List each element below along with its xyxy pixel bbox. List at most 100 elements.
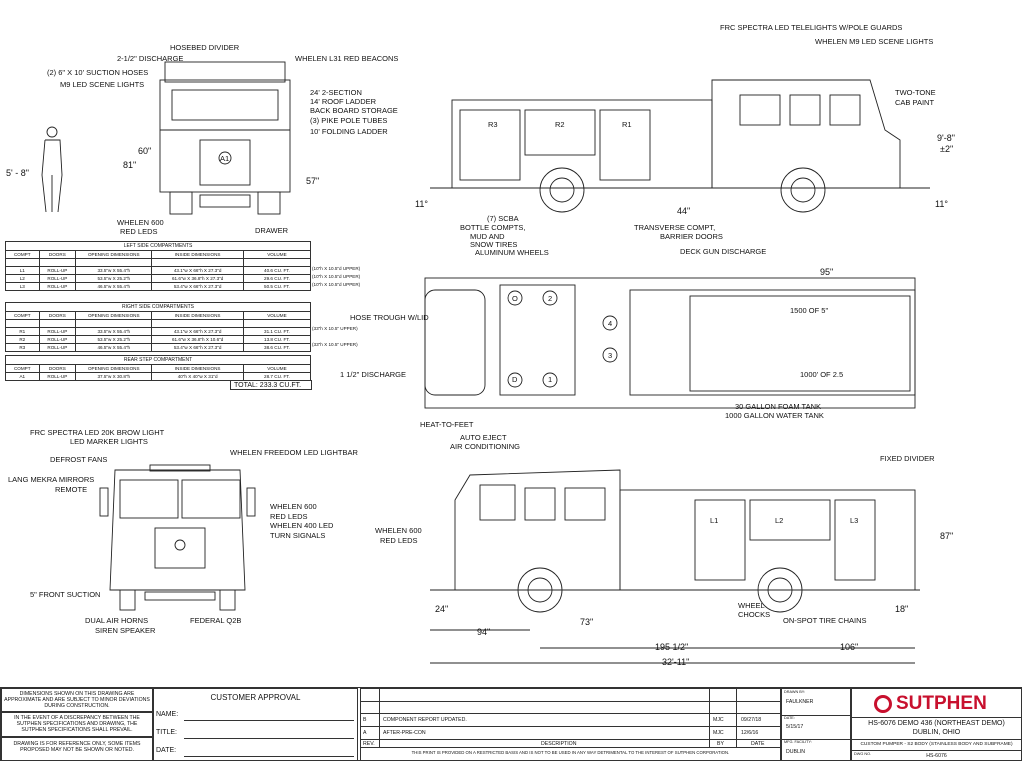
label-barrier-doors: BARRIER DOORS xyxy=(660,232,723,241)
drawing-date: 5/15/17 xyxy=(786,724,804,730)
label-hose-1500: 1500 OF 5" xyxy=(790,306,829,315)
label-r1: R1 xyxy=(622,120,632,129)
table-cell: 33.5"w X 55.4"h xyxy=(75,266,153,275)
label-red-beacons: WHELEN L31 RED BEACONS xyxy=(295,54,399,63)
rev-b: B xyxy=(363,717,367,723)
dim-18: 18" xyxy=(895,604,909,614)
table-cell: INSIDE DIMENSIONS xyxy=(151,311,244,320)
table-cell: VOLUME xyxy=(242,250,312,259)
dim-person-height: 5' - 8" xyxy=(6,168,29,178)
dim-wheelbase: 195 1/2" xyxy=(655,642,689,652)
table-cell: L3 xyxy=(5,282,40,291)
table-cell xyxy=(38,258,77,267)
drawn-by-label: DRAWN BY: xyxy=(784,690,806,694)
date-label-2: DATE: xyxy=(784,716,795,720)
date-field[interactable] xyxy=(184,756,354,757)
table-cell: INSIDE DIMENSIONS xyxy=(151,364,244,373)
label-suction-hoses: (2) 6" X 10' SUCTION HOSES xyxy=(47,68,149,77)
label-turn-signals: TURN SIGNALS xyxy=(270,531,326,540)
label-discharge: 2-1/2" DISCHARGE xyxy=(117,54,184,63)
table-cell: 53.5"w X 25.2"h xyxy=(75,274,153,283)
facility: DUBLIN xyxy=(786,749,806,755)
date-header: DATE xyxy=(751,741,765,747)
label-foam-tank: 30 GALLON FOAM TANK xyxy=(735,402,821,411)
table-cell: 46.5"w X 55.4"h xyxy=(75,343,153,352)
table-cell xyxy=(5,319,40,328)
label-two-tone: TWO-TONE xyxy=(895,88,936,97)
label-ladder: 24' 2-SECTION xyxy=(310,88,362,97)
label-whelen-600-front: WHELEN 600 xyxy=(270,502,317,511)
note-discrepancy: IN THE EVENT OF A DISCREPANCY BETWEEN TH… xyxy=(1,712,153,737)
drawn-by: FAULKNER xyxy=(786,699,814,705)
table-cell: DOORS xyxy=(38,311,77,320)
table-cell: 43.1"w X 66"h X 27.3"d xyxy=(151,266,244,275)
seat-2: 2 xyxy=(548,294,553,303)
seat-officer: O xyxy=(512,294,518,303)
label-red-leds: RED LEDS xyxy=(120,227,158,236)
label-r2: R2 xyxy=(555,120,565,129)
title-block: DIMENSIONS SHOWN ON THIS DRAWING ARE APP… xyxy=(0,687,1022,761)
label-mud: MUD AND xyxy=(470,232,505,241)
left-note-3: (10"h X 10.5"d UPPER) xyxy=(312,282,361,287)
table-cell: VOLUME xyxy=(242,364,312,373)
label-auto-eject: AUTO EJECT xyxy=(460,433,507,442)
job-title: HS-6076 DEMO 436 (NORTHEAST DEMO) xyxy=(868,720,1005,727)
table-cell: VOLUME xyxy=(242,311,312,320)
label-cab-paint: CAB PAINT xyxy=(895,98,935,107)
dim-95: 95" xyxy=(820,267,834,277)
seat-3: 3 xyxy=(608,351,613,360)
note-dimensions: DIMENSIONS SHOWN ON THIS DRAWING ARE APP… xyxy=(1,688,153,712)
desc-header: DESCRIPTION xyxy=(541,741,577,747)
table-cell: L1 xyxy=(5,266,40,275)
table-cell: DOORS xyxy=(38,250,77,259)
label-whelen-400: WHELEN 400 LED xyxy=(270,521,334,530)
table-cell xyxy=(75,258,153,267)
label-mirrors: LANG MEKRA MIRRORS xyxy=(8,475,95,484)
rev-a-date: 12/6/16 xyxy=(741,730,759,736)
label-defrost-fans: DEFROST FANS xyxy=(50,455,108,464)
facility-label: MFG. FACILITY: xyxy=(784,740,812,744)
rear-view-drawing xyxy=(41,61,291,215)
top-view-drawing xyxy=(424,277,916,409)
table-blank-row xyxy=(5,258,312,267)
left-note-2: (10"h X 10.5"d UPPER) xyxy=(312,274,361,279)
table-cell xyxy=(242,319,312,328)
seat-driver: D xyxy=(512,375,518,384)
table-cell: 61.6"w X 36.8"h X 27.3"d xyxy=(151,274,244,283)
label-aluminum-wheels: ALUMINUM WHEELS xyxy=(475,248,549,257)
label-a1: A1 xyxy=(220,154,230,163)
title-label: TITLE: xyxy=(156,729,178,736)
table-cell: 43.1"w X 66"h X 27.3"d xyxy=(151,327,244,336)
label-whelen-600: WHELEN 600 xyxy=(117,218,164,227)
table-cell: INSIDE DIMENSIONS xyxy=(151,250,244,259)
by-header: BY xyxy=(717,741,724,747)
rev-b-by: MJC xyxy=(713,717,724,723)
right-note-3: (33"h X 10.5" UPPER) xyxy=(312,342,358,347)
label-siren-speaker: SIREN SPEAKER xyxy=(95,626,156,635)
label-air-conditioning: AIR CONDITIONING xyxy=(450,442,521,451)
table-cell: L2 xyxy=(5,274,40,283)
dim-60: 60" xyxy=(138,146,152,156)
name-label: NAME: xyxy=(156,711,179,718)
dim-94: 94" xyxy=(477,627,491,637)
table-cell: COMPT xyxy=(5,250,40,259)
approval-title: CUSTOMER APPROVAL xyxy=(210,693,301,702)
table-title: LEFT SIDE COMPARTMENTS xyxy=(5,241,311,251)
name-field[interactable] xyxy=(184,720,354,721)
table-cell: A1 xyxy=(5,372,40,381)
job-description: CUSTOM PUMPER - S2 BODY (STAINLESS BODY … xyxy=(860,742,1013,747)
dim-81: 81" xyxy=(123,160,137,170)
label-fixed-divider: FIXED DIVIDER xyxy=(880,454,935,463)
title-field[interactable] xyxy=(184,738,354,739)
dim-87: 87" xyxy=(940,531,954,541)
left-note-1: (10"h X 10.5"d UPPER) xyxy=(312,266,361,271)
label-hose-trough: HOSE TROUGH W/LID xyxy=(350,313,429,322)
label-whelen-600-left: WHELEN 600 xyxy=(375,526,422,535)
rev-a-by: MJC xyxy=(713,730,724,736)
date-label: DATE: xyxy=(156,747,177,754)
